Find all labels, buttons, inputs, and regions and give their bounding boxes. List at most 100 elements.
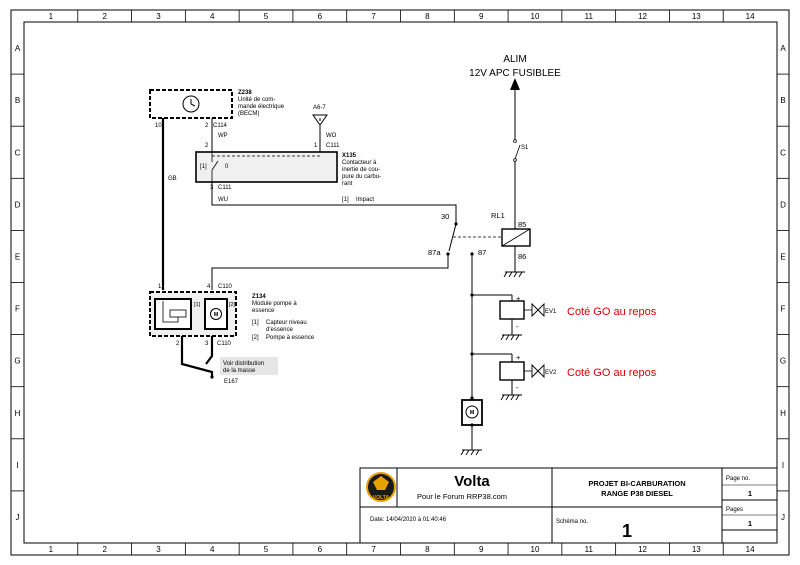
supply-subtitle: 12V APC FUSIBLEE [469,68,561,79]
ev2-note: Coté GO au repos [567,367,657,379]
inertia-desc-2: inertie de cou- [342,167,380,173]
pump-inner-tag-1: [1] [194,302,201,308]
grid-column-label: 2 [102,545,107,554]
grid-column-label: 1 [49,545,54,554]
project-line-2: RANGE P38 DIESEL [601,489,673,498]
grid-column-label: 11 [585,545,594,554]
grid-column-label: 8 [425,12,430,21]
pump-motor-icon [210,308,222,320]
schema-label: Schéma no. [556,519,588,525]
inertia-switch-blade [211,160,219,171]
grid-row-label: A [780,44,786,53]
grid-column-label: 12 [638,12,647,21]
grid-column-label: 12 [638,545,647,554]
grid-marks [11,10,789,555]
svg-text:VOLTA: VOLTA [373,495,390,501]
relay-coil-bar [501,228,531,247]
grid-column-label: 10 [531,545,540,554]
grid-column-label: 10 [531,12,540,21]
schema-no-value: 1 [622,521,632,541]
pump-pin-bottom-right: 3 [205,341,209,347]
grid-row-label: I [16,461,18,470]
grid-row-label: C [780,148,786,157]
supply-arrow-icon [510,78,520,90]
grid-column-label: 4 [210,545,215,554]
grid-row-label: A [15,44,21,53]
title-block [359,467,778,544]
clock-icon [182,95,200,113]
pages-value: 1 [748,519,752,528]
pump-desc-2: essence [252,308,275,314]
ecm-desc-2: mande électrique [238,104,285,110]
wire-87a [211,254,449,290]
grid-row-label: E [780,252,785,261]
ecm-code: Z238 [238,90,252,96]
grid-row-label: G [14,357,20,366]
grid-row-label: H [780,409,786,418]
ground-point-e167 [210,375,214,379]
grid-column-label: 11 [585,12,594,21]
grid-column-label: 14 [746,545,755,554]
pump-connector-bottom: C110 [217,341,232,347]
relay-pin-87: 87 [478,248,486,257]
relay-contact-blade [448,223,457,252]
ground-note-box [220,357,278,375]
date-label: Date: 14/04/2020 à 01:40:46 [370,517,447,523]
grid-row-label: H [15,409,21,418]
pump-legend-2-tag: [2] [252,335,259,341]
s1-contact-top [513,139,517,143]
forum-text: Pour le Forum RRP38.com [417,492,507,501]
inertia-contact: 0 [225,164,229,170]
a67-connector-icon [312,114,328,126]
grid-column-label: 6 [318,12,323,21]
grid-column-label: 2 [102,12,107,21]
inertia-switch-box [195,151,338,183]
ecm-pin-right: 2 [205,123,209,129]
ground-wire-label: GB [168,176,177,182]
grid-row-label: E [15,252,20,261]
inertia-wire-bottom: WU [218,197,228,203]
inertia-desc-3: pure du carbu- [342,174,381,180]
brand-title: Volta [454,473,490,490]
grid-column-label: 13 [692,12,701,21]
pump-connector-top: C110 [218,284,233,290]
grid-column-label: 6 [318,545,323,554]
pump-ground-wire-2 [205,336,214,365]
relay-pin-87a: 87a [428,248,441,257]
ecm-desc-1: Unité de com- [238,97,275,103]
ecm-pin-left: 10 [155,123,162,129]
grid-column-label: 13 [692,545,701,554]
pump-motor-letter: M [214,312,219,318]
pump-legend-1-line-2: d'essence [266,327,293,333]
ground-icon [503,271,525,278]
ground-icon [460,449,482,456]
ev1-coil [499,300,525,320]
pump-legend-1-line-1: Capteur niveau [266,320,307,326]
ev2-valve-icon [531,363,545,379]
grid-column-label: 3 [156,12,161,21]
grid-row-label: D [780,200,786,209]
grid-column-label: 14 [746,12,755,21]
inertia-code: X135 [342,153,357,159]
s1-contact-bottom [513,158,517,162]
ecm-wire: WP [218,133,228,139]
pump-legend-2-line-1: Pompe à essence [266,335,315,341]
supply-title: ALIM [503,54,526,65]
inertia-connector-bottom: C111 [218,185,232,191]
ecm-box [149,89,233,119]
inertia-desc-1: Contacteur à [342,160,377,166]
pump-pin-top-right: 4 [207,284,211,290]
ecm-desc-3: (BECM) [238,111,259,117]
ground-icon [500,334,522,341]
ev1-valve-icon [531,302,545,318]
pump-code: Z134 [252,294,266,300]
ev2-coil [499,361,525,381]
grid-column-label: 5 [264,12,269,21]
volta-logo: VOLTA [366,472,396,502]
pump2-motor-letter: M [470,410,475,416]
grid-column-label: 4 [210,12,215,21]
ev1-plus: + [516,294,521,303]
a67-pin: 1 [314,143,318,149]
